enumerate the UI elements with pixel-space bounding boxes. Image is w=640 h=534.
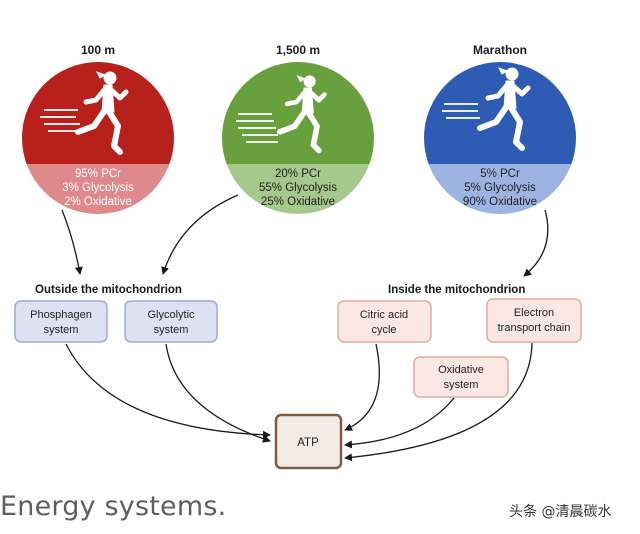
glycolytic-system-box: Glycolytic system xyxy=(124,300,218,343)
event-circle-marathon: 5% PCr 5% Glycolysis 90% Oxidative xyxy=(424,62,576,214)
arrow-citric-to-atp xyxy=(344,343,380,431)
speed-lines xyxy=(442,103,480,119)
arrows xyxy=(61,194,549,462)
box-label-line-1: Citric acid xyxy=(360,309,408,321)
breakdown-pcr: 5% PCr xyxy=(480,168,520,180)
event-title-1500m: 1,500 m xyxy=(276,43,320,57)
box-label-line-2: cycle xyxy=(371,324,396,336)
arrow-phosphagen-to-atp xyxy=(65,343,271,439)
box-label-line-1: Oxidative xyxy=(438,364,484,376)
box-label-line-1: Glycolytic xyxy=(147,309,195,321)
breakdown-pcr: 20% PCr xyxy=(275,168,321,180)
breakdown-oxidative: 25% Oxidative xyxy=(261,196,335,208)
event-title-100m: 100 m xyxy=(81,43,115,57)
event-title-marathon: Marathon xyxy=(473,43,527,57)
breakdown-oxidative: 2% Oxidative xyxy=(64,196,132,208)
atp-box: ATP xyxy=(274,413,343,470)
figure-caption: Energy systems. xyxy=(0,491,227,522)
breakdown-glycolysis: 5% Glycolysis xyxy=(464,182,536,194)
arrow-marathon-to-inside xyxy=(523,209,549,277)
box-label-line-1: Electron xyxy=(514,307,554,319)
oxidative-system-box: Oxidative system xyxy=(413,356,509,398)
box-label-line-1: Phosphagen xyxy=(30,309,92,321)
arrow-1500m-to-outside xyxy=(161,194,239,275)
breakdown-pcr: 95% PCr xyxy=(75,168,121,180)
breakdown-glycolysis: 3% Glycolysis xyxy=(62,182,134,194)
breakdown-glycolysis: 55% Glycolysis xyxy=(259,182,337,194)
box-label-line-2: system xyxy=(444,379,479,391)
breakdown-oxidative: 90% Oxidative xyxy=(463,196,537,208)
speed-lines xyxy=(236,113,278,143)
event-circle-100m: 95% PCr 3% Glycolysis 2% Oxidative xyxy=(22,62,174,214)
energy-systems-diagram: 100 m 1,500 m Marathon 95% PCr 3% Glycol… xyxy=(14,43,582,470)
event-circle-1500m: 20% PCr 55% Glycolysis 25% Oxidative xyxy=(222,62,374,214)
citric-acid-cycle-box: Citric acid cycle xyxy=(337,300,432,343)
electron-transport-chain-box: Electron transport chain xyxy=(486,298,582,343)
watermark: 头条 @清晨碳水 xyxy=(509,504,612,520)
phosphagen-system-box: Phosphagen system xyxy=(14,300,108,343)
box-label-line-2: system xyxy=(44,324,79,336)
arrow-glycolytic-to-atp xyxy=(165,343,271,443)
box-label-line-2: system xyxy=(154,324,189,336)
section-outside-mitochondrion: Outside the mitochondrion xyxy=(35,284,182,296)
arrow-100m-to-outside xyxy=(61,209,83,275)
section-inside-mitochondrion: Inside the mitochondrion xyxy=(388,284,525,296)
arrow-oxidative-to-atp xyxy=(344,397,455,449)
atp-label: ATP xyxy=(297,437,319,449)
arrow-electron-to-atp xyxy=(344,342,533,462)
box-label-line-2: transport chain xyxy=(498,322,571,334)
